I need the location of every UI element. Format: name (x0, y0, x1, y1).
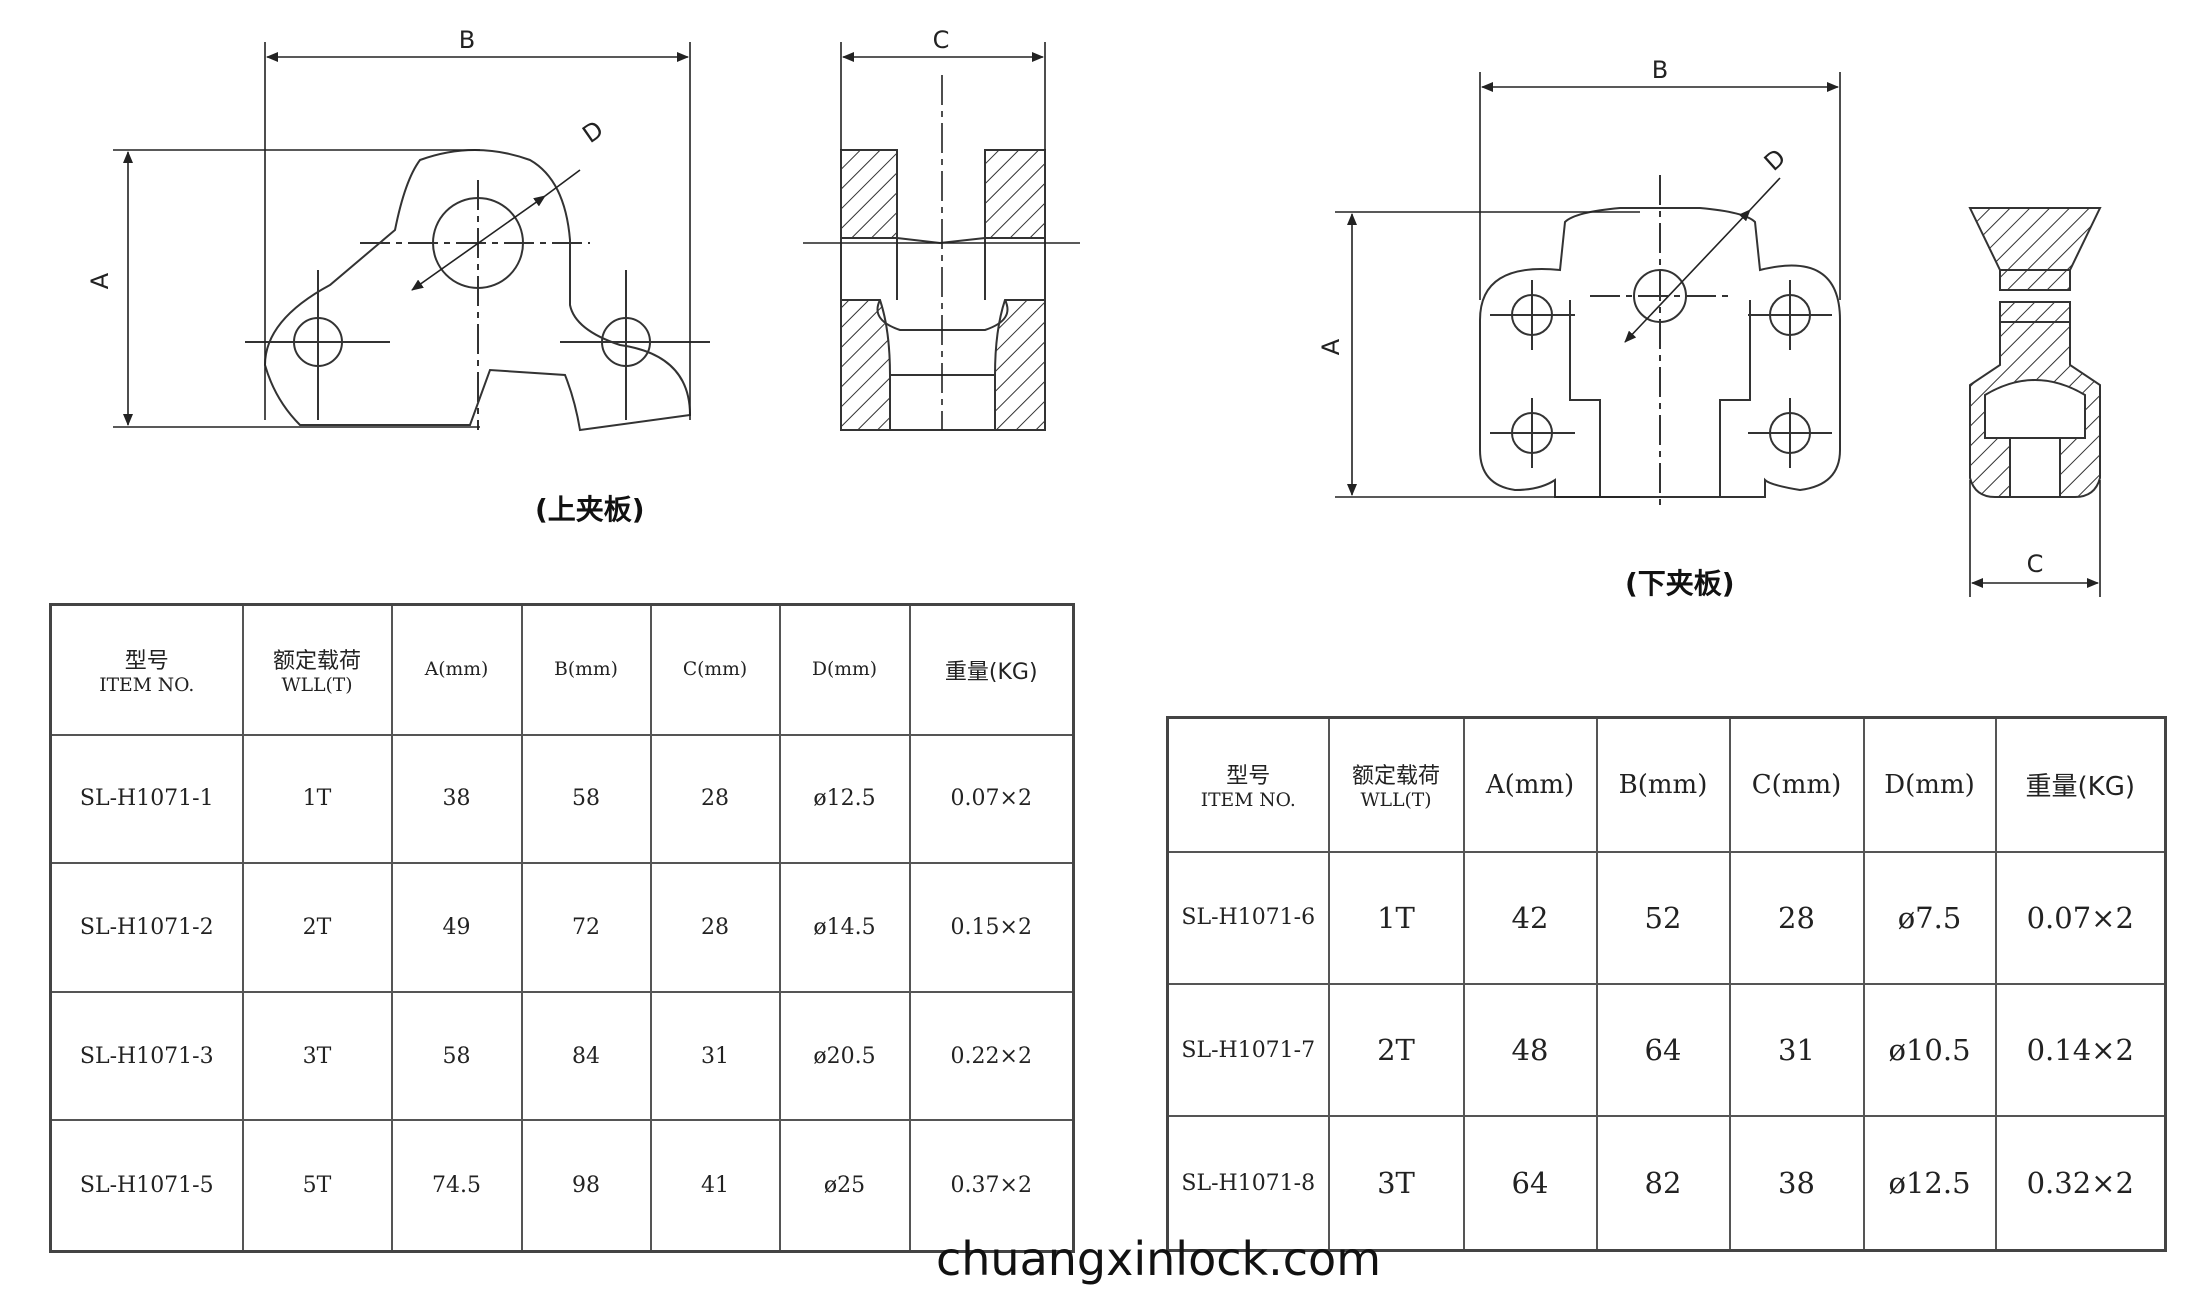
item-no-cell: SL-H1071-3 (49, 990, 244, 1122)
upper-plate-caption: (上夹板) (535, 493, 645, 526)
wll-cell: 5T (241, 1119, 393, 1253)
dim-a-cell: 42 (1462, 850, 1598, 985)
dim-c-cell: 28 (1728, 850, 1865, 985)
weight-cell: 0.32×2 (1994, 1115, 2167, 1252)
weight-cell: 0.37×2 (908, 1119, 1075, 1253)
header-cell: A(mm) (390, 603, 523, 736)
header-cell: 重量(KG) (908, 603, 1075, 736)
dim-d-cell: ø14.5 (778, 862, 911, 993)
weight-cell: 0.22×2 (908, 990, 1075, 1122)
dim-c-cell: 28 (649, 862, 781, 993)
header-cell: C(mm) (1728, 716, 1865, 853)
lower-plate-front-dimensions (1335, 72, 1841, 498)
dim-d-cell: ø12.5 (778, 733, 911, 865)
table-row: SL-H1071-5 5T 74.5 98 41 ø25 0.37×2 (49, 1119, 1075, 1253)
dim-d-cell: ø7.5 (1862, 850, 1997, 985)
dim-a-cell: 49 (390, 862, 523, 993)
table-row: SL-H1071-6 1T 42 52 28 ø7.5 0.07×2 (1166, 850, 2167, 985)
lower-plate-front-view (1479, 175, 1841, 510)
header-cell: D(mm) (778, 603, 911, 736)
upper-plate-section-dimensions (803, 42, 1080, 430)
dim-b-cell: 84 (520, 990, 652, 1122)
header-cell: A(mm) (1462, 716, 1598, 853)
item-no-cell: SL-H1071-8 (1166, 1115, 1330, 1252)
table-row: SL-H1071-2 2T 49 72 28 ø14.5 0.15×2 (49, 862, 1075, 993)
dim-c-cell: 41 (649, 1119, 781, 1253)
dim-b-cell: 52 (1595, 850, 1731, 985)
wll-cell: 2T (1327, 982, 1465, 1118)
dim-d-cell: ø25 (778, 1119, 911, 1253)
lower-dim-c-label: C (2027, 550, 2044, 578)
upper-dim-c-label: C (933, 26, 950, 54)
dim-d-cell: ø12.5 (1862, 1115, 1997, 1252)
lower-plate-section-view (1968, 207, 2102, 498)
wll-cell: 3T (241, 990, 393, 1122)
weight-cell: 0.14×2 (1994, 982, 2167, 1118)
header-cell: D(mm) (1862, 716, 1997, 853)
dim-c-cell: 38 (1728, 1115, 1865, 1252)
table-row: SL-H1071-1 1T 38 58 28 ø12.5 0.07×2 (49, 733, 1075, 865)
lower-plate-section-dimensions (1969, 480, 2101, 597)
dim-b-cell: 64 (1595, 982, 1731, 1118)
lower-dim-d-label: D (1759, 143, 1791, 176)
weight-cell: 0.07×2 (1994, 850, 2167, 985)
upper-plate-front-view (245, 149, 710, 432)
weight-cell: 0.15×2 (908, 862, 1075, 993)
dim-c-cell: 31 (1728, 982, 1865, 1118)
dim-a-cell: 38 (390, 733, 523, 865)
dim-a-cell: 74.5 (390, 1119, 523, 1253)
upper-dim-a-label: A (86, 272, 114, 289)
wll-cell: 3T (1327, 1115, 1465, 1252)
dim-b-cell: 72 (520, 862, 652, 993)
item-no-cell: SL-H1071-5 (49, 1119, 244, 1253)
lower-dim-b-label: B (1652, 56, 1668, 84)
header-cell: B(mm) (1595, 716, 1731, 853)
footer-website: chuangxinlock.com (935, 1232, 1382, 1286)
dim-b-cell: 82 (1595, 1115, 1731, 1252)
upper-dim-b-label: B (459, 26, 475, 54)
wll-cell: 2T (241, 862, 393, 993)
upper-plate-section-view (840, 149, 1046, 431)
dim-d-cell: ø10.5 (1862, 982, 1997, 1118)
wll-cell: 1T (1327, 850, 1465, 985)
item-no-cell: SL-H1071-1 (49, 733, 244, 865)
dim-a-cell: 48 (1462, 982, 1598, 1118)
lower-plate-caption: (下夹板) (1625, 567, 1735, 600)
dim-a-cell: 64 (1462, 1115, 1598, 1252)
dim-d-cell: ø20.5 (778, 990, 911, 1122)
item-no-cell: SL-H1071-6 (1166, 850, 1330, 985)
header-cell: 重量(KG) (1994, 716, 2167, 853)
item-no-cell: SL-H1071-2 (49, 862, 244, 993)
wll-cell: 1T (241, 733, 393, 865)
lower-dim-a-label: A (1317, 338, 1345, 355)
table-row: SL-H1071-3 3T 58 84 31 ø20.5 0.22×2 (49, 990, 1075, 1122)
table-row: SL-H1071-7 2T 48 64 31 ø10.5 0.14×2 (1166, 982, 2167, 1118)
header-cell: B(mm) (520, 603, 652, 736)
dim-b-cell: 98 (520, 1119, 652, 1253)
upper-dim-d-label: D (577, 115, 608, 149)
dim-a-cell: 58 (390, 990, 523, 1122)
upper-plate-front-dimensions (113, 42, 691, 428)
dim-c-cell: 31 (649, 990, 781, 1122)
item-no-cell: SL-H1071-7 (1166, 982, 1330, 1118)
weight-cell: 0.07×2 (908, 733, 1075, 865)
header-cell: C(mm) (649, 603, 781, 736)
dim-c-cell: 28 (649, 733, 781, 865)
dim-b-cell: 58 (520, 733, 652, 865)
table-row: SL-H1071-8 3T 64 82 38 ø12.5 0.32×2 (1166, 1115, 2167, 1252)
